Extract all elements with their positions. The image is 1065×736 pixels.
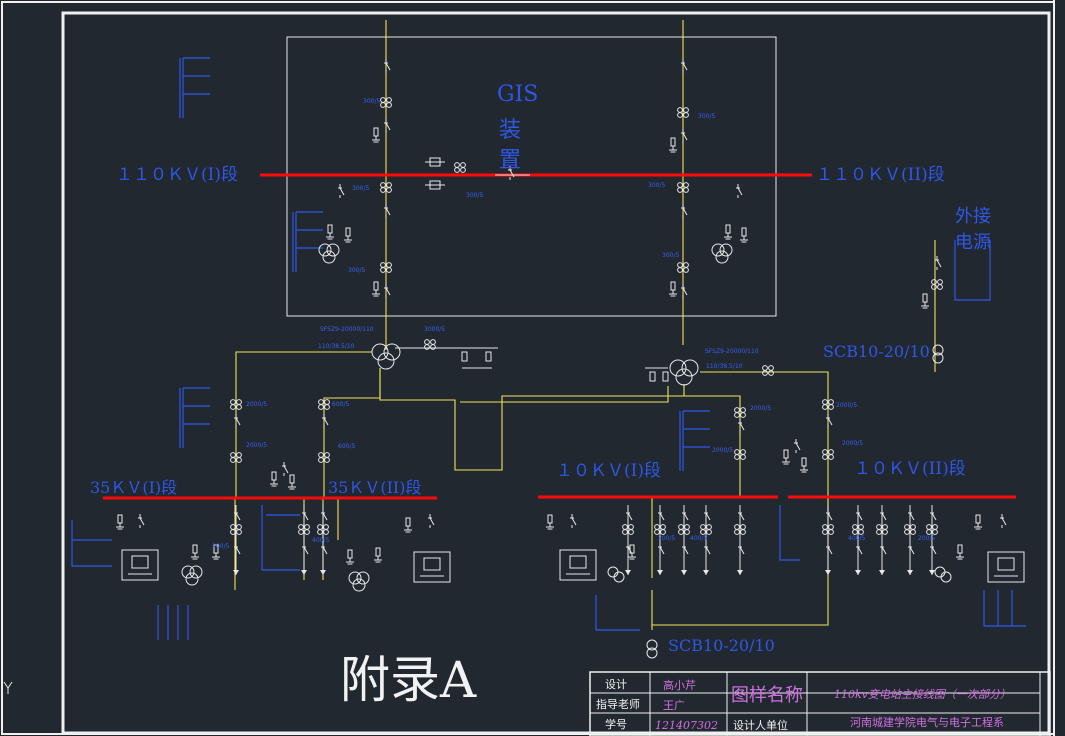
- svg-text:2000/5: 2000/5: [246, 401, 267, 408]
- bus-110kv-2-label: １１０ＫＶ(II)段: [816, 165, 945, 185]
- ucs-icon: [3, 681, 13, 694]
- svg-text:设计人单位: 设计人单位: [733, 718, 788, 732]
- svg-text:河南城建学院电气与电子工程系: 河南城建学院电气与电子工程系: [850, 715, 1004, 729]
- svg-text:2000/5: 2000/5: [246, 442, 267, 449]
- gis-label-3: 置: [499, 148, 521, 173]
- pt-circles-right: [711, 243, 733, 264]
- title-block: 设计 高小芹 指导老师 王广 学号 121407302 设计人单位 图样名称 1…: [589, 671, 1051, 736]
- transformer-aux: [395, 255, 944, 659]
- svg-text:200/5: 200/5: [658, 535, 675, 542]
- main-transformer-2: [669, 359, 699, 386]
- appendix-title: 附录A: [340, 651, 477, 709]
- gis-equipment: [318, 58, 749, 299]
- legend-boxes: [71, 240, 1026, 640]
- svg-text:200/5: 200/5: [212, 543, 229, 550]
- svg-text:400/5: 400/5: [690, 535, 707, 542]
- svg-text:王广: 王广: [663, 699, 685, 712]
- external-power-label-2: 电源: [955, 232, 991, 253]
- svg-text:设计: 设计: [605, 678, 627, 691]
- svg-text:110/38.5/10: 110/38.5/10: [706, 363, 743, 370]
- svg-text:300/5: 300/5: [363, 98, 380, 105]
- svg-text:2000/5: 2000/5: [750, 405, 771, 412]
- bus-35kv-1-label: 35ＫＶ(I)段: [90, 478, 177, 497]
- svg-text:300/5: 300/5: [662, 252, 679, 259]
- external-power-label-1: 外接: [955, 206, 991, 227]
- legend-bracket: [179, 57, 711, 472]
- bus-10kv-1-label: １０ＫＶ(I)段: [556, 461, 661, 481]
- svg-text:300/5: 300/5: [348, 267, 365, 274]
- svg-text:高小芹: 高小芹: [663, 678, 696, 692]
- svg-text:300/5: 300/5: [648, 182, 665, 189]
- gis-label-1: GIS: [497, 82, 538, 107]
- gis-label-2: 装: [499, 118, 521, 143]
- bus-10kv-2-label: １０ＫＶ(II)段: [854, 459, 966, 479]
- inner-frame: [61, 11, 1051, 735]
- svg-text:200/5: 200/5: [918, 535, 935, 542]
- svg-text:300/5: 300/5: [352, 185, 369, 192]
- svg-text:121407302: 121407302: [655, 719, 718, 732]
- bus-110kv-1-label: １１０ＫＶ(I)段: [116, 165, 238, 185]
- svg-text:指导老师: 指导老师: [596, 697, 640, 711]
- svg-text:SFSZ9-20000/110: SFSZ9-20000/110: [320, 326, 374, 333]
- feeders-35kv: [115, 399, 451, 592]
- svg-text:图样名称: 图样名称: [731, 685, 803, 706]
- svg-text:学号: 学号: [605, 717, 627, 731]
- svg-text:3000/5: 3000/5: [424, 326, 445, 333]
- bus-35kv-2-label: 35ＫＶ(II)段: [328, 478, 422, 497]
- scb-top-label: SCB10-20/10: [823, 342, 930, 361]
- svg-text:300/5: 300/5: [466, 192, 483, 199]
- scb-bottom-label: SCB10-20/10: [668, 636, 775, 655]
- svg-text:600/5: 600/5: [338, 443, 355, 450]
- pt-circles-left: [318, 243, 340, 264]
- svg-text:SFSZ9-20000/110: SFSZ9-20000/110: [705, 348, 759, 355]
- svg-text:2000/5: 2000/5: [842, 440, 863, 447]
- ct-rating-labels: 300/5 300/5 300/5 300/5 300/5 300/5 300/…: [212, 98, 935, 550]
- feeders-10kv: [545, 399, 1025, 583]
- svg-text:400/5: 400/5: [848, 535, 865, 542]
- svg-text:400/5: 400/5: [312, 537, 329, 544]
- svg-text:2000/5: 2000/5: [712, 447, 733, 454]
- svg-text:110kv变电站主接线图（一次部分）: 110kv变电站主接线图（一次部分）: [834, 688, 1011, 701]
- svg-text:600/5: 600/5: [332, 401, 349, 408]
- busbars: [103, 173, 1016, 500]
- svg-text:2000/5: 2000/5: [836, 402, 857, 409]
- svg-text:300/5: 300/5: [698, 113, 715, 120]
- yellow-wiring: [234, 20, 936, 630]
- svg-text:110/38.5/10: 110/38.5/10: [318, 343, 355, 350]
